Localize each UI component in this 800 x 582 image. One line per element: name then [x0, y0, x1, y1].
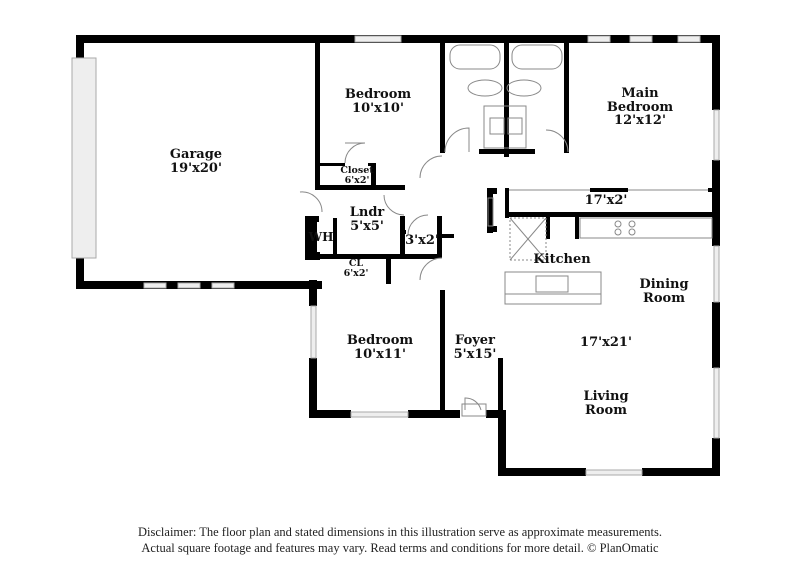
room-name: WH: [308, 230, 334, 244]
room-name-line1: Dining: [639, 277, 689, 292]
room-label-main-bedroom: Main Bedroom 12'x12': [607, 87, 673, 128]
room-dimensions: 12'x12': [614, 113, 666, 129]
room-name: Lndr: [349, 205, 385, 220]
disclaimer-line-2: Actual square footage and features may v…: [141, 541, 659, 555]
room-dimensions: 10'x10': [352, 100, 404, 116]
room-name-line2: Room: [643, 290, 685, 306]
room-dimensions: 6'x2': [343, 267, 369, 279]
room-label-foyer: Foyer 5'x15': [454, 334, 497, 361]
room-dimensions: 3'x2': [405, 233, 439, 248]
room-name: Garage: [169, 147, 223, 162]
room-label-bedroom-2: Bedroom 10'x10': [345, 88, 411, 115]
room-name: Closet: [340, 165, 374, 176]
room-label-kitchen: Kitchen: [533, 253, 590, 267]
room-dimensions: 17'x2': [584, 193, 628, 208]
room-label-living-room: Living Room: [583, 390, 628, 417]
room-name: CL: [348, 258, 364, 269]
room-name-line2: Bedroom: [606, 99, 674, 115]
windows: [71, 35, 720, 476]
room-dimensions: 5'x15': [453, 346, 497, 362]
room-label-dining-room: Dining Room: [639, 278, 688, 305]
room-dimensions: 17'x21': [580, 335, 632, 350]
room-name: Bedroom: [344, 87, 412, 102]
room-name-line2: Room: [585, 402, 627, 418]
room-label-bedroom-3: Bedroom 10'x11': [347, 334, 413, 361]
room-dimensions: 10'x11': [354, 346, 406, 362]
disclaimer-line-1: Disclaimer: The floor plan and stated di…: [138, 525, 662, 539]
room-dimensions: 6'x2': [344, 174, 370, 186]
room-label-linen-closet: CL 6'x2': [344, 259, 369, 279]
room-name-line1: Main: [621, 86, 659, 101]
room-label-laundry: Lndr 5'x5': [350, 206, 385, 233]
room-name: Foyer: [455, 333, 495, 348]
room-label-great-room: 17'x21': [580, 336, 632, 350]
room-label-garage: Garage 19'x20': [170, 148, 222, 175]
room-name: Kitchen: [533, 252, 591, 267]
room-label-closet: Closet 6'x2': [340, 166, 373, 186]
room-dimensions: 5'x5': [350, 218, 384, 234]
room-name-line1: Living: [583, 389, 629, 404]
room-name: Bedroom: [346, 333, 414, 348]
fixtures: [299, 44, 713, 417]
room-label-hall-closet: 17'x2': [585, 194, 628, 208]
room-label-small-closet: 3'x2': [405, 234, 439, 248]
room-label-water-heater: WH: [309, 231, 334, 244]
disclaimer: Disclaimer: The floor plan and stated di…: [0, 524, 800, 556]
room-dimensions: 19'x20': [170, 160, 222, 176]
floor-plan: [71, 35, 720, 476]
